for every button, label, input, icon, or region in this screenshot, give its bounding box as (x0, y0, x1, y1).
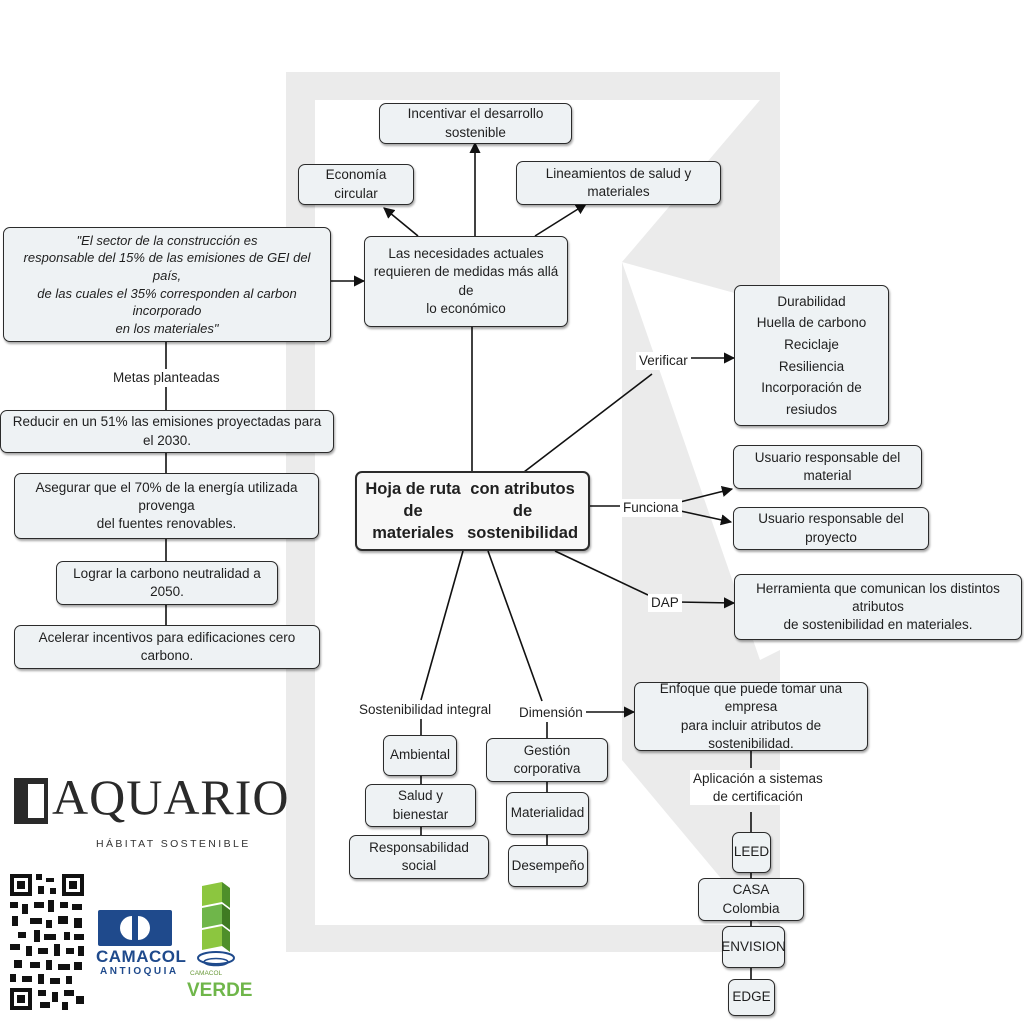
node-central: Hoja de ruta de materiales con atributos… (355, 471, 590, 551)
node-desempeno: Desempeño (508, 845, 588, 887)
aquario-subtitle: HÁBITAT SOSTENIBLE (96, 838, 251, 850)
node-goal-2: Asegurar que el 70% de la energía utiliz… (14, 473, 319, 539)
arrow-to-lineamientos (534, 203, 587, 237)
label-verificar: Verificar (636, 352, 691, 370)
node-casa-colombia: CASA Colombia (698, 878, 804, 921)
node-responsabilidad-social: Responsabilidad social (349, 835, 489, 879)
node-edge: EDGE (728, 979, 775, 1016)
arrow-dap-to-herramienta (676, 597, 736, 609)
label-dap: DAP (648, 594, 682, 612)
node-goal-4: Acelerar incentivos para edificaciones c… (14, 625, 320, 669)
node-herramienta: Herramienta que comunican los distintos … (734, 574, 1022, 640)
label-dimension: Dimensión (516, 704, 586, 722)
node-economia-circular: Economía circular (298, 164, 414, 205)
label-funciona: Funciona (620, 499, 682, 517)
node-gestion-corporativa: Gestión corporativa (486, 738, 608, 782)
camacol-logo-icon (98, 910, 172, 946)
arrow-to-usuario-proyecto (675, 509, 733, 526)
line-central-to-verificar (523, 373, 653, 473)
node-quote: "El sector de la construcción es respons… (3, 227, 331, 342)
node-usuario-material: Usuario responsable del material (733, 445, 922, 489)
camacol-name: CAMACOL (96, 947, 187, 966)
node-verificar-list: Durabilidad Huella de carbono Reciclaje … (734, 285, 889, 426)
camacol-verde-logo-icon (197, 882, 235, 967)
central-line-2: con atributos de sostenibilidad (467, 479, 579, 543)
line-central-to-dimension (487, 550, 543, 702)
qr-code-icon (8, 872, 86, 1012)
node-salud-bienestar: Salud y bienestar (365, 784, 476, 827)
aquario-logo-icon (14, 778, 48, 824)
node-lineamientos: Lineamientos de salud y materiales (516, 161, 721, 205)
label-aplicacion-certificacion: Aplicación a sistemas de certificación (690, 770, 826, 806)
node-materialidad: Materialidad (506, 792, 589, 835)
line-central-to-sostenibilidad (420, 550, 464, 701)
node-goal-1: Reducir en un 51% las emisiones proyecta… (0, 410, 334, 453)
node-usuario-proyecto: Usuario responsable del proyecto (733, 507, 929, 550)
node-goal-3: Lograr la carbono neutralidad a 2050. (56, 561, 278, 605)
camacol-subtitle: ANTIOQUIA (100, 966, 179, 977)
aquario-name: AQUARIO (52, 769, 290, 825)
central-line-1: Hoja de ruta de materiales (365, 479, 461, 543)
camacol-verde-name: VERDE (187, 980, 253, 1001)
label-metas-planteadas: Metas planteadas (110, 369, 223, 387)
camacol-verde-small-text: CAMACOL (190, 970, 223, 977)
node-incentivar: Incentivar el desarrollo sostenible (379, 103, 572, 144)
node-ambiental: Ambiental (383, 735, 457, 776)
arrow-to-economia (383, 207, 419, 237)
arrow-to-usuario-material (675, 486, 734, 504)
node-envision: ENVISION (721, 926, 786, 968)
line-central-to-dap (554, 550, 649, 596)
label-sostenibilidad-integral: Sostenibilidad integral (356, 701, 495, 719)
node-leed: LEED (732, 832, 771, 873)
node-enfoque: Enfoque que puede tomar una empresa para… (634, 681, 868, 751)
node-necesidades: Las necesidades actuales requieren de me… (364, 236, 568, 327)
